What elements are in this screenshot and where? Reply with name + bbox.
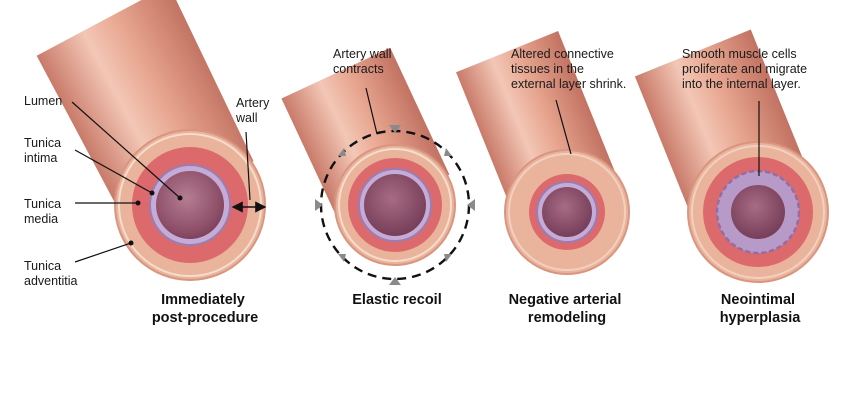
recoil-arrows: [315, 125, 475, 285]
lumen-3: [542, 187, 592, 237]
lumen-leader: [71, 101, 181, 199]
label-tunica-media: Tunica media: [24, 197, 65, 226]
panel-neointimal-hyperplasia: Smooth muscle cells proliferate and migr…: [634, 29, 829, 326]
lumen-4: [731, 185, 785, 239]
label-tunica-intima: Tunica intima: [24, 136, 65, 165]
tunica-intima-leader: [74, 149, 153, 194]
panel-elastic-recoil: Artery wall contracts Elastic recoil: [281, 47, 475, 308]
note-smooth-muscle-cells: Smooth muscle cells proliferate and migr…: [682, 47, 811, 91]
label-tunica-adventitia: Tunica adventitia: [24, 259, 78, 288]
caption-negative-arterial-remodeling: Negative arterial remodeling: [509, 292, 626, 326]
artery-wall-leader: [245, 131, 251, 201]
note-connective-tissues-shrink: Altered connective tissues in the extern…: [511, 47, 626, 91]
note-artery-wall-contracts: Artery wall contracts: [333, 47, 395, 76]
caption-elastic-recoil: Elastic recoil: [352, 292, 441, 308]
label-artery-wall: Artery wall: [235, 96, 273, 125]
tunica-adventitia-leader: [74, 242, 132, 263]
panel-negative-arterial-remodeling: Altered connective tissues in the extern…: [456, 31, 630, 326]
lumen-1: [156, 171, 224, 239]
caption-neointimal-hyperplasia: Neointimal hyperplasia: [720, 292, 802, 326]
connective-tissue-leader: [555, 99, 572, 155]
panel-immediately-post-procedure: Lumen Tunica intima Tunica media Tunica …: [24, 0, 273, 326]
label-lumen: Lumen: [24, 94, 62, 108]
artery-wall-contracts-leader: [365, 87, 378, 135]
caption-immediately-post-procedure: Immediately post-procedure: [152, 292, 258, 326]
lumen-2: [364, 174, 426, 236]
